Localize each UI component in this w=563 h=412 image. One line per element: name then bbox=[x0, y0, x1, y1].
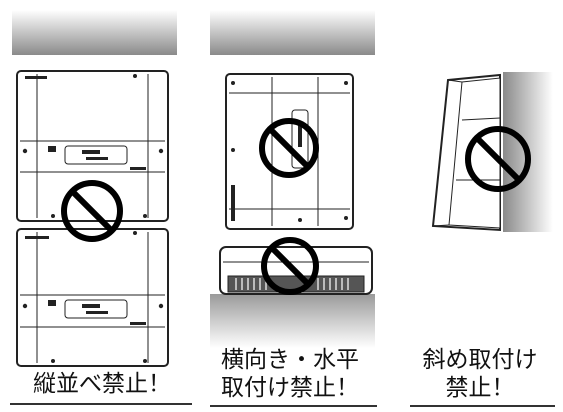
caption-underline bbox=[410, 405, 555, 407]
prohibition-sign-icon bbox=[465, 126, 531, 192]
caption-tilted-line2: 禁止！ bbox=[445, 375, 515, 401]
caption-vertical-stack: 縦並べ禁止！ bbox=[33, 371, 171, 397]
floor-block bbox=[210, 294, 375, 348]
panel-vertical-stack bbox=[12, 10, 177, 367]
caption-horizontal-line1: 横向き・水平 bbox=[221, 347, 359, 373]
caption-underline bbox=[10, 403, 192, 405]
caption-tilted-line1: 斜め取付け bbox=[422, 347, 538, 373]
caption-horizontal-line2: 取付け禁止！ bbox=[221, 375, 359, 401]
ceiling-bar bbox=[210, 10, 375, 55]
panel-horizontal-floor bbox=[210, 10, 375, 348]
prohibition-sign-icon bbox=[261, 237, 319, 295]
caption-underline bbox=[210, 405, 377, 407]
prohibition-sign-icon bbox=[259, 118, 319, 178]
panel-tilted bbox=[431, 72, 553, 232]
inverter-unit-icon bbox=[16, 70, 169, 222]
prohibition-sign-icon bbox=[61, 180, 123, 242]
ceiling-bar bbox=[12, 10, 177, 55]
inverter-unit-icon bbox=[16, 228, 169, 367]
